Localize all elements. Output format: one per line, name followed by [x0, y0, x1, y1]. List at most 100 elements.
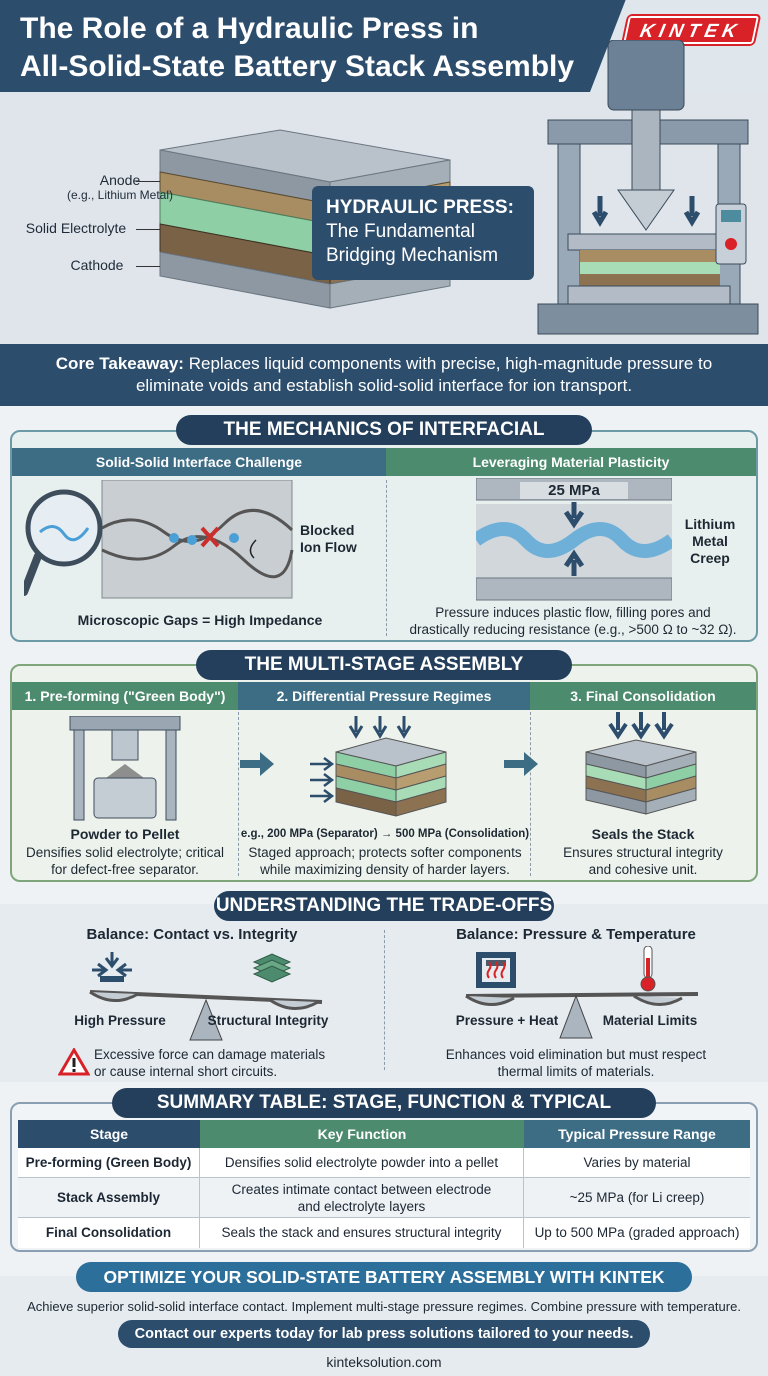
electrolyte-leader-line [136, 229, 160, 230]
damage-warning: Excessive force can damage materials or … [94, 1046, 334, 1080]
anode-label-sub: (e.g., Lithium Metal) [66, 188, 174, 202]
row-function: Seals the stack and ensures structural i… [200, 1218, 524, 1248]
anode-leader-line [136, 181, 160, 182]
plasticity-caption-2: drastically reducing resistance (e.g., >… [409, 622, 737, 637]
summary-table: Stage Key Function Typical Pressure Rang… [18, 1120, 750, 1248]
stage3-heading: Seals the Stack [591, 826, 695, 842]
core-takeaway-banner: Core Takeaway: Replaces liquid component… [0, 344, 768, 406]
electrolyte-label: Solid Electrolyte [25, 220, 127, 236]
anode-label: Anode (e.g., Lithium Metal) [60, 172, 180, 202]
sealed-stack-icon [585, 712, 697, 815]
stage1-description: Densifies solid electrolyte; critical fo… [14, 844, 236, 878]
cathode-leader-line [136, 266, 160, 267]
row-function-line2: and electrolyte layers [297, 1199, 426, 1214]
mechanics-title: THE MECHANICS OF INTERFACIAL CONTACT [176, 415, 592, 470]
blocked-callout-1: Blocked [300, 522, 355, 538]
thermal-note: Enhances void elimination but must respe… [400, 1046, 752, 1080]
hydraulic-press-illustration [537, 40, 759, 335]
stage1-tab: 1. Pre-forming ("Green Body") [12, 682, 238, 710]
title-line-1: The Role of a Hydraulic Press in [20, 12, 479, 45]
pressure-25mpa-label: 25 MPa [520, 482, 628, 499]
warning-line-2: or cause internal short circuits. [94, 1064, 278, 1079]
warning-icon [58, 1048, 90, 1076]
plasticity-caption-1: Pressure induces plastic flow, filling p… [435, 605, 711, 620]
stage2-description: Staged approach; protects softer compone… [240, 844, 530, 878]
lithium-creep-callout: Lithium Metal Creep [680, 516, 740, 567]
press-subtitle-1: The Fundamental [326, 221, 475, 242]
table-row: Final Consolidation Seals the stack and … [18, 1218, 750, 1248]
cta-description: Achieve superior solid-solid interface c… [27, 1299, 741, 1314]
summary-title: SUMMARY TABLE: STAGE, FUNCTION & TYPICAL… [112, 1088, 656, 1143]
creep-callout-3: Creep [690, 550, 730, 566]
table-row: Pre-forming (Green Body) Densifies solid… [18, 1148, 750, 1178]
takeaway-text-2: eliminate voids and establish solid-soli… [135, 376, 633, 395]
process-title: THE MULTI-STAGE ASSEMBLY PROCESS [196, 650, 572, 705]
row-stage: Pre-forming (Green Body) [18, 1148, 200, 1177]
stage2-tab: 2. Differential Pressure Regimes [238, 682, 530, 710]
pressure-heat-label: Pressure + Heat [455, 1013, 559, 1028]
mechanics-divider [386, 480, 387, 636]
microscopic-gaps-illustration [24, 480, 294, 599]
header-function: Key Function [200, 1120, 524, 1148]
stage2-desc-2: while maximizing density of harder layer… [260, 862, 510, 877]
blocked-ion-flow-callout: Blocked Ion Flow [300, 522, 370, 556]
stage3-tab: 3. Final Consolidation [530, 682, 756, 710]
header-stage: Stage [18, 1120, 200, 1148]
stage3-description: Ensures structural integrity and cohesiv… [532, 844, 754, 878]
arrow-right-icon-2 [504, 752, 538, 776]
anode-label-text: Anode [99, 172, 141, 188]
tradeoffs-divider [384, 930, 385, 1070]
stage2-desc-1: Staged approach; protects softer compone… [248, 845, 522, 860]
row-stage: Final Consolidation [18, 1218, 200, 1248]
row-function-line1: Creates intimate contact between electro… [231, 1182, 492, 1197]
process-divider-1 [238, 712, 239, 876]
stage1-heading: Powder to Pellet [70, 826, 180, 842]
stage3-desc-1: Ensures structural integrity [563, 845, 723, 860]
stage1-desc-1: Densifies solid electrolyte; critical [25, 845, 225, 860]
thermal-note-2: thermal limits of materials. [497, 1064, 655, 1079]
plasticity-caption: Pressure induces plastic flow, filling p… [392, 604, 754, 638]
press-callout-panel: HYDRAULIC PRESS: The Fundamental Bridgin… [312, 186, 534, 280]
warning-line-1: Excessive force can damage materials [94, 1047, 326, 1062]
table-row: Stack Assembly Creates intimate contact … [18, 1178, 750, 1218]
row-function: Densifies solid electrolyte powder into … [200, 1148, 524, 1177]
page-title: The Role of a Hydraulic Press in All-Sol… [20, 10, 600, 86]
takeaway-label: Core Takeaway: [55, 354, 184, 373]
arrow-right-icon-1 [240, 752, 274, 776]
press-heading: HYDRAULIC PRESS: [326, 197, 514, 218]
contact-experts-button[interactable]: Contact our experts today for lab press … [118, 1320, 650, 1348]
row-pressure: Varies by material [583, 1155, 691, 1170]
row-pressure: ~25 MPa (for Li creep) [569, 1190, 705, 1205]
press-subtitle-2: Bridging Mechanism [326, 245, 499, 266]
interface-challenge-tab: Solid-Solid Interface Challenge [12, 448, 386, 476]
tradeoffs-title: UNDERSTANDING THE TRADE-OFFS [214, 891, 554, 921]
differential-pressure-stack-icon [310, 716, 447, 817]
table-header-row: Stage Key Function Typical Pressure Rang… [18, 1120, 750, 1148]
contact-integrity-heading: Balance: Contact vs. Integrity [86, 926, 298, 943]
stage1-desc-2: for defect-free separator. [51, 862, 199, 877]
row-function: Creates intimate contact between electro… [200, 1178, 524, 1217]
process-divider-2 [530, 712, 531, 876]
material-limits-label: Material Limits [602, 1013, 698, 1028]
creep-callout-1: Lithium [684, 516, 736, 532]
stage2-heading: e.g., 200 MPa (Separator) → 500 MPa (Con… [240, 828, 530, 840]
title-line-2: All-Solid-State Battery Stack Assembly [20, 50, 575, 83]
cta-banner: OPTIMIZE YOUR SOLID-STATE BATTERY ASSEMB… [76, 1262, 692, 1292]
pellet-press-icon [69, 716, 181, 821]
blocked-callout-2: Ion Flow [300, 539, 357, 555]
website-link[interactable]: kinteksolution.com [326, 1354, 442, 1370]
gaps-caption: Microscopic Gaps = High Impedance [77, 612, 323, 628]
creep-callout-2: Metal [692, 533, 728, 549]
pressure-temperature-heading: Balance: Pressure & Temperature [456, 926, 696, 943]
stage3-desc-2: and cohesive unit. [588, 862, 698, 877]
contact-integrity-scale-icon [89, 952, 323, 1041]
takeaway-text-1: Replaces liquid components with precise,… [183, 354, 713, 373]
row-pressure: Up to 500 MPa (graded approach) [534, 1225, 740, 1240]
row-stage: Stack Assembly [18, 1178, 200, 1217]
header-pressure: Typical Pressure Range [524, 1120, 750, 1148]
pressure-temperature-scale-icon [465, 946, 699, 1039]
cathode-label: Cathode [70, 257, 124, 273]
structural-integrity-label: Structural Integrity [207, 1013, 329, 1028]
takeaway-line-1: Core Takeaway: Replaces liquid component… [20, 353, 748, 375]
high-pressure-label: High Pressure [74, 1013, 166, 1028]
